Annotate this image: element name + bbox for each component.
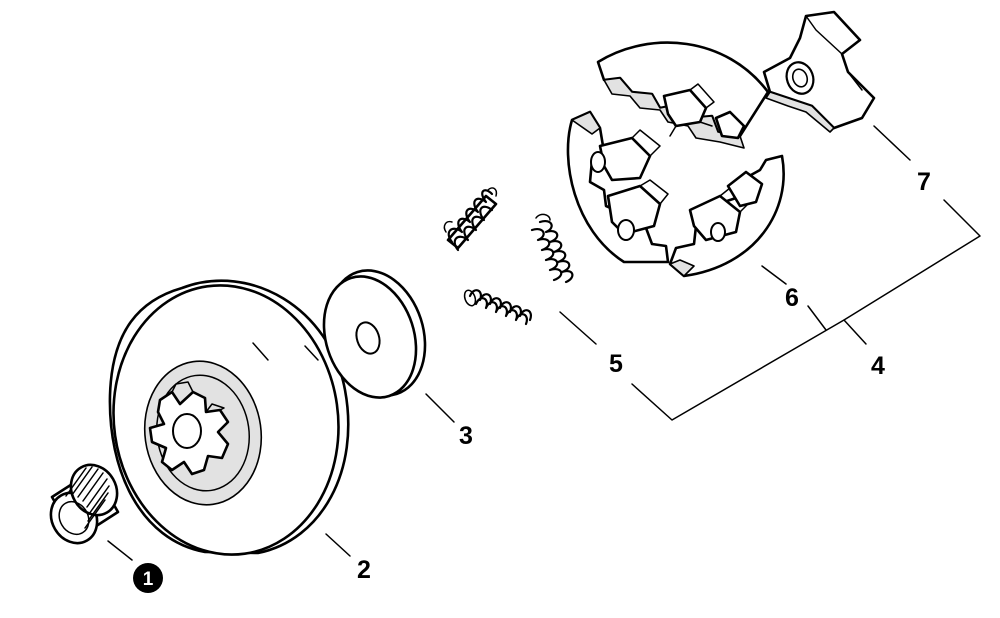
callout-6: 6 xyxy=(785,284,799,312)
leader-3 xyxy=(425,393,455,423)
clutch-drum xyxy=(108,279,350,556)
callout-1: 1 xyxy=(133,563,163,593)
spring-middle xyxy=(530,213,574,284)
callout-1-badge xyxy=(133,563,163,593)
clutch-hub xyxy=(762,10,876,133)
leader-lines xyxy=(107,125,981,561)
callout-1-text: 1 xyxy=(143,569,154,590)
spring-lower xyxy=(463,289,532,326)
callout-5: 5 xyxy=(609,350,623,378)
bracket-4 xyxy=(631,199,981,421)
leader-1 xyxy=(107,540,133,561)
spring-upper xyxy=(443,187,498,252)
clutch-shoe-right xyxy=(668,154,785,278)
leader-4 xyxy=(843,319,867,345)
callout-2: 2 xyxy=(357,556,371,584)
callout-7: 7 xyxy=(917,168,931,196)
callout-3: 3 xyxy=(459,422,473,450)
leader-5 xyxy=(559,311,597,345)
leader-2 xyxy=(325,533,351,557)
leader-6 xyxy=(761,265,787,285)
bracket-4-tick xyxy=(807,305,827,331)
needle-bearing xyxy=(49,463,120,545)
washer xyxy=(322,269,427,399)
clutch-shoe-upper xyxy=(596,41,770,149)
leader-7 xyxy=(873,125,911,161)
clutch-shoe-left xyxy=(566,110,670,264)
callout-4: 4 xyxy=(871,352,885,380)
